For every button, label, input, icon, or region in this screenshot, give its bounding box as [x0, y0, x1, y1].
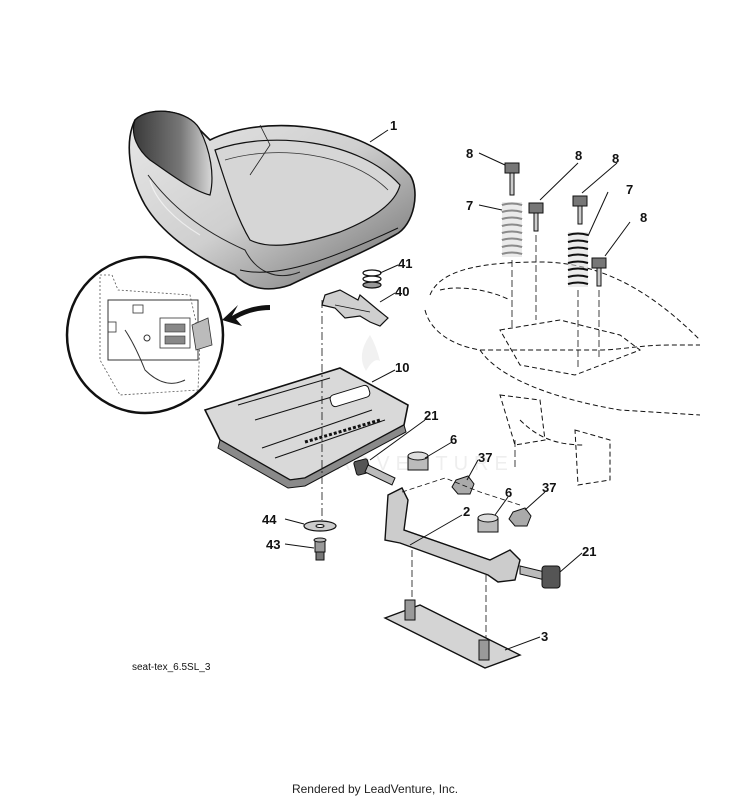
part-40-latch: [321, 289, 389, 327]
part-2-bracket: [384, 487, 521, 583]
part-3-plate: [383, 599, 522, 669]
part-7-spring-left: [501, 202, 523, 257]
part-43-bolt: [313, 537, 327, 561]
drawing-code: seat-tex_6.5SL_3: [132, 662, 211, 673]
callout-8: 8: [640, 210, 647, 225]
seat: [128, 110, 416, 290]
callout-37: 37: [542, 480, 556, 495]
callout-8: 8: [612, 151, 619, 166]
detail-arrow: [222, 305, 270, 326]
render-credit: Rendered by LeadVenture, Inc.: [291, 782, 459, 796]
part-8-bolts: [504, 162, 607, 287]
detail-inset: [65, 255, 225, 415]
callout-21: 21: [424, 408, 438, 423]
callout-21: 21: [582, 544, 596, 559]
callout-41: 41: [398, 256, 412, 271]
callout-44: 44: [262, 512, 277, 527]
callout-43: 43: [266, 537, 280, 552]
callout-1: 1: [390, 118, 397, 133]
callout-2: 2: [463, 504, 470, 519]
callout-6: 6: [450, 432, 457, 447]
part-6-spacers: [407, 451, 499, 533]
callout-7: 7: [626, 182, 633, 197]
callout-3: 3: [541, 629, 548, 644]
part-21-bolt-right: [519, 565, 561, 589]
callout-40: 40: [395, 284, 409, 299]
part-10-seat-pan: [203, 367, 409, 489]
callout-6: 6: [505, 485, 512, 500]
tractor-frame: [424, 261, 701, 486]
callouts: 1 8 8 8 7 7 8 41 40 10 21 6 37 6 37 2 44…: [262, 118, 647, 644]
part-44-washer: [303, 520, 337, 532]
part-41-spring: [362, 269, 382, 289]
part-21-bolt-left: [353, 458, 396, 486]
callout-10: 10: [395, 360, 409, 375]
callout-8: 8: [466, 146, 473, 161]
callout-37: 37: [478, 450, 492, 465]
callout-8: 8: [575, 148, 582, 163]
part-7-spring-right: [567, 232, 589, 287]
callout-7: 7: [466, 198, 473, 213]
